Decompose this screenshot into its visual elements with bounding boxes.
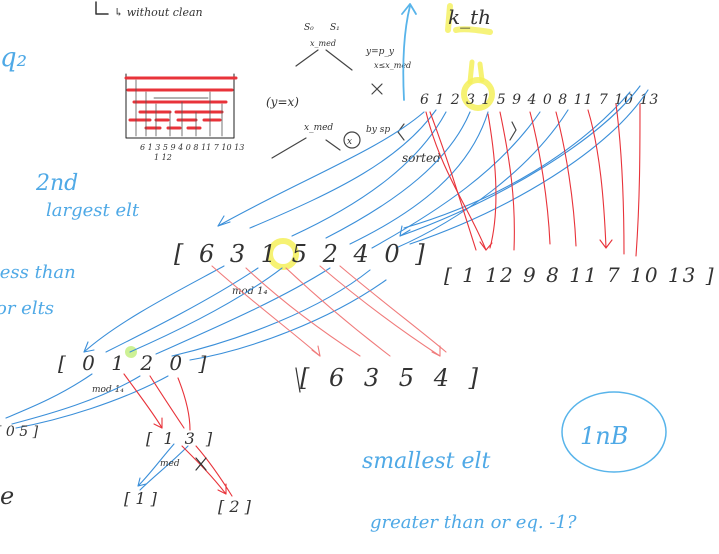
right-array: [ 1 12 9 8 11 7 10 13 ]	[444, 263, 716, 287]
tree-branch-left	[295, 49, 319, 67]
cross-mark	[195, 457, 207, 471]
tree-branch-right	[325, 49, 353, 71]
circled-note-text: 1nB	[580, 422, 628, 450]
note-2nd: 2nd	[35, 171, 78, 196]
mini-chart-frame	[125, 73, 235, 139]
top-input: 6 1 2 3 1 5 9 4 0 8 11 7 10 13 k_th sort…	[397, 3, 659, 165]
up-arrow-blue	[402, 5, 411, 101]
mini-chart-ticks-2: 1 12	[154, 153, 172, 162]
circled-x-icon	[343, 131, 361, 149]
mini-bar-chart: 6 1 3 5 9 4 0 8 11 7 10 13 1 12	[124, 73, 244, 162]
mini-chart-verticals	[135, 79, 223, 137]
circled-x-text: x	[347, 137, 352, 147]
y-eq-x-label: (y=x)	[266, 95, 299, 109]
note-less-than: less than	[0, 262, 76, 283]
highlights	[125, 3, 495, 358]
top-note-text: ↳ without clean	[114, 6, 203, 19]
array-1-3: [ 1 3 ]	[146, 429, 215, 448]
left-array-group: [ 6 3 1 5 2 4 0 ] mod 1₄	[174, 240, 429, 297]
tree-branch-low-right	[325, 139, 341, 151]
right-array-group: [ 1 12 9 8 11 7 10 13 ]	[444, 263, 716, 287]
blue-arrows-mid	[83, 265, 387, 361]
red-arrows-mid	[211, 265, 447, 357]
med-label-small: mod 1₄	[92, 385, 124, 395]
up-arrow-blue-head	[401, 3, 417, 15]
blue-notes: q₂ 2nd largest elt less than or elts sma…	[0, 43, 667, 533]
tree-cross	[371, 83, 383, 95]
highlight-kth-label	[445, 3, 493, 35]
sorted-label: sorted	[402, 151, 441, 165]
highlight-top-5	[461, 77, 495, 111]
array-0-5: [ 0 5 ]	[0, 424, 39, 440]
bottom-arrays: [ 0 5 ] [ 1 3 ] med [ 1 ] [ 2 ]	[0, 424, 252, 516]
tree-note-right: y=p_y	[365, 47, 395, 57]
left-q-note: q₂	[0, 43, 27, 73]
med-label-left: mod 1₄	[232, 286, 267, 297]
small-array: [ 0 1 2 0 ]	[58, 351, 211, 375]
med-small-label: x_med	[304, 123, 333, 133]
circled-note-outline	[561, 391, 667, 473]
note-smallest-elt: smallest elt	[362, 449, 491, 474]
blue-arrows-low	[5, 373, 189, 491]
mid-result-array: [ 6 3 5 4 ]	[300, 364, 484, 392]
tree-s-right: S₁	[330, 23, 340, 33]
note-largest-elt: largest elt	[46, 200, 140, 221]
blue-arrows-top	[217, 85, 649, 249]
corner-arrow-icon	[95, 1, 109, 15]
tree-xmed: x_med	[310, 39, 336, 48]
left-array: [ 6 3 1 5 2 4 0 ]	[174, 240, 429, 268]
left-e-fragment: e	[0, 482, 14, 510]
top-input-array: 6 1 2 3 1 5 9 4 0 8 11 7 10 13	[420, 92, 659, 108]
tree-s-left: S₀	[304, 23, 314, 33]
tiny-tree: S₀ S₁ x_med y=p_y x≤x_med (y=x) x_med x …	[266, 23, 411, 159]
array-1: [ 1 ]	[124, 489, 158, 508]
small-array-group: [ 0 1 2 0 ] mod 1₄	[58, 351, 211, 395]
note-or-elts: or elts	[0, 298, 54, 319]
top-brackets	[397, 121, 517, 141]
med-label-bottom: med	[160, 459, 180, 469]
highlight-kth-mark	[467, 59, 485, 85]
red-arrows-top	[425, 103, 641, 257]
highlight-mid-5	[267, 238, 299, 270]
note-greater-than: greater than or eq. -1?	[370, 512, 577, 533]
array-2: [ 2 ]	[218, 497, 252, 516]
kth-label: k_th	[448, 5, 491, 29]
mid-result-group: [ 6 3 5 4 ]	[295, 364, 484, 393]
mini-chart-ticks: 6 1 3 5 9 4 0 8 11 7 10 13	[140, 143, 244, 152]
note-by-sp: by sp	[366, 125, 390, 135]
top-note: ↳ without clean	[95, 1, 203, 19]
tree-note-right-2: x≤x_med	[374, 61, 411, 70]
tree-branch-low-left	[271, 137, 307, 159]
mid-result-bracket-mark	[295, 367, 301, 393]
